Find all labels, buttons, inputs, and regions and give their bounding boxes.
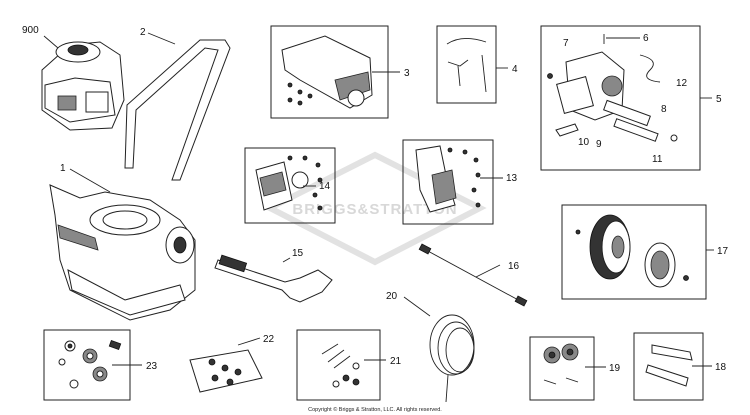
wheel-kit-part-17	[575, 214, 714, 288]
lance-part-16	[418, 243, 528, 307]
callout-15: 15	[292, 248, 304, 259]
callout-3: 3	[404, 68, 410, 79]
box-part-17	[561, 204, 707, 300]
callout-19: 19	[609, 363, 621, 374]
callout-7: 7	[563, 38, 569, 49]
box-part-14	[244, 147, 336, 224]
callout-5: 5	[716, 94, 722, 105]
panel-part-14	[255, 155, 323, 211]
handle-2	[124, 32, 231, 181]
hardware-kit-part-22	[189, 337, 263, 393]
callout-9: 9	[596, 139, 602, 150]
hose-kit-part-4	[446, 38, 508, 93]
hardware-kit-part-21	[321, 343, 386, 388]
callout-22: 22	[263, 334, 275, 345]
box-part-13	[402, 139, 494, 225]
callout-6: 6	[643, 33, 649, 44]
callout-900: 900	[22, 25, 39, 36]
frame-1	[49, 168, 196, 321]
shroud-part-3	[281, 35, 400, 109]
callout-14: 14	[319, 181, 331, 192]
callout-12: 12	[676, 78, 688, 89]
hose-part-20	[403, 296, 475, 403]
callout-23: 23	[146, 361, 158, 372]
spray-gun-part-15	[214, 254, 333, 303]
hardware-kit-part-23	[58, 339, 142, 389]
callout-18: 18	[715, 362, 727, 373]
box-part-18	[633, 332, 704, 401]
pump-part-5	[547, 34, 712, 142]
bracket-kit-part-18	[645, 344, 712, 387]
callout-labels: 900 2 3 4 5 6 7 8 9 10 11 12 1 14 13 15 …	[22, 25, 729, 374]
callout-1: 1	[60, 163, 66, 174]
callout-13: 13	[506, 173, 518, 184]
box-part-4	[436, 25, 497, 104]
callout-10: 10	[578, 137, 590, 148]
callout-8: 8	[661, 104, 667, 115]
callout-20: 20	[386, 291, 398, 302]
copyright-footer: Copyright © Briggs & Stratton, LLC. All …	[308, 406, 442, 413]
callout-17: 17	[717, 246, 729, 257]
watermark-text: BRIGGS&STRATTON	[292, 201, 457, 218]
box-part-21	[296, 329, 381, 401]
callout-16: 16	[508, 261, 520, 272]
box-part-19	[529, 336, 595, 401]
callout-11: 11	[652, 154, 663, 165]
callout-21: 21	[390, 356, 402, 367]
watermark-logo: BRIGGS&STRATTON	[263, 151, 487, 266]
engine-900	[41, 35, 125, 131]
callout-2: 2	[140, 27, 146, 38]
callout-4: 4	[512, 64, 518, 75]
panel-part-13	[415, 145, 503, 213]
coupler-kit-part-19	[543, 343, 606, 385]
